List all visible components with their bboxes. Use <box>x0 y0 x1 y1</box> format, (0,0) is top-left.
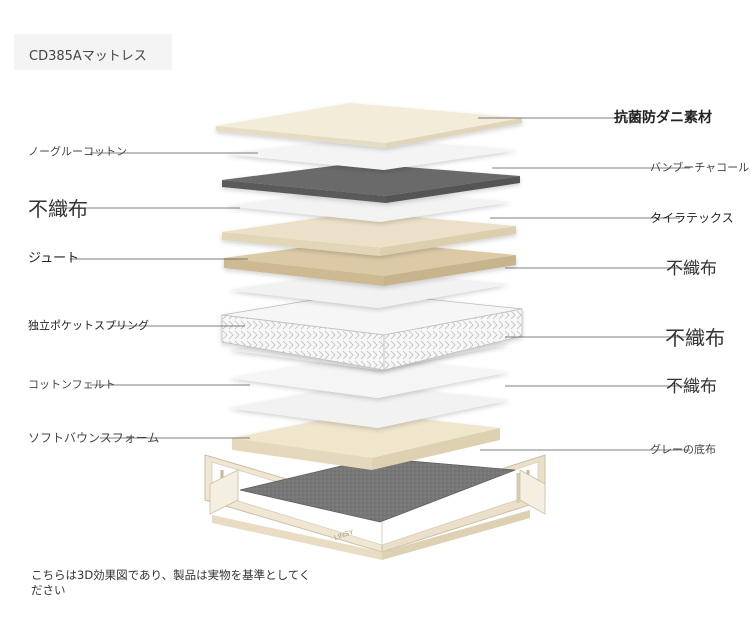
layer-no-glue-cotton <box>224 138 518 170</box>
label-nonwoven-right-1: 不織布 <box>666 259 717 279</box>
base-frame <box>204 454 546 560</box>
layer-antibacterial-top <box>216 103 522 148</box>
layer-nonwoven-1 <box>226 188 512 222</box>
layer-pocket-spring <box>221 291 523 371</box>
layer-soft-foam <box>232 412 500 458</box>
product-title: CD385Aマットレス <box>29 49 147 64</box>
label-pocket-spring: 独立ポケットスプリング <box>28 319 149 332</box>
label-tai-latex: タイラテックス <box>650 211 734 225</box>
label-nonwoven-left: 不織布 <box>28 197 88 221</box>
layer-tai-latex <box>222 212 516 256</box>
left-leader-lines <box>60 152 258 439</box>
layer-bottom-fabric <box>239 457 516 523</box>
layer-nonwoven-4 <box>228 383 510 428</box>
title-background <box>14 34 172 70</box>
label-bamboo-charcoal: バンブーチャコール <box>650 161 750 174</box>
disclaimer-note: こちらは3D効果図であり、製品は実物を基準としてください <box>31 568 311 597</box>
layer-jute <box>224 240 516 286</box>
label-no-glue-cotton: ノーグルーコットン <box>28 145 127 158</box>
label-soft-foam: ソフトバウンスフォーム <box>28 431 160 445</box>
right-leader-lines <box>478 117 700 451</box>
layer-bamboo-charcoal <box>222 163 520 203</box>
label-jute: ジュート <box>28 251 80 266</box>
label-nonwoven-right-3: 不織布 <box>666 377 717 397</box>
label-grey-bottom-fabric: グレーの底布 <box>650 443 716 456</box>
label-antibacterial: 抗菌防ダニ素材 <box>614 110 712 126</box>
label-nonwoven-right-2: 不織布 <box>665 326 725 350</box>
label-cotton-felt: コットンフェルト <box>28 378 116 391</box>
layer-nonwoven-2 <box>228 270 510 308</box>
layer-cotton-felt <box>228 355 510 398</box>
